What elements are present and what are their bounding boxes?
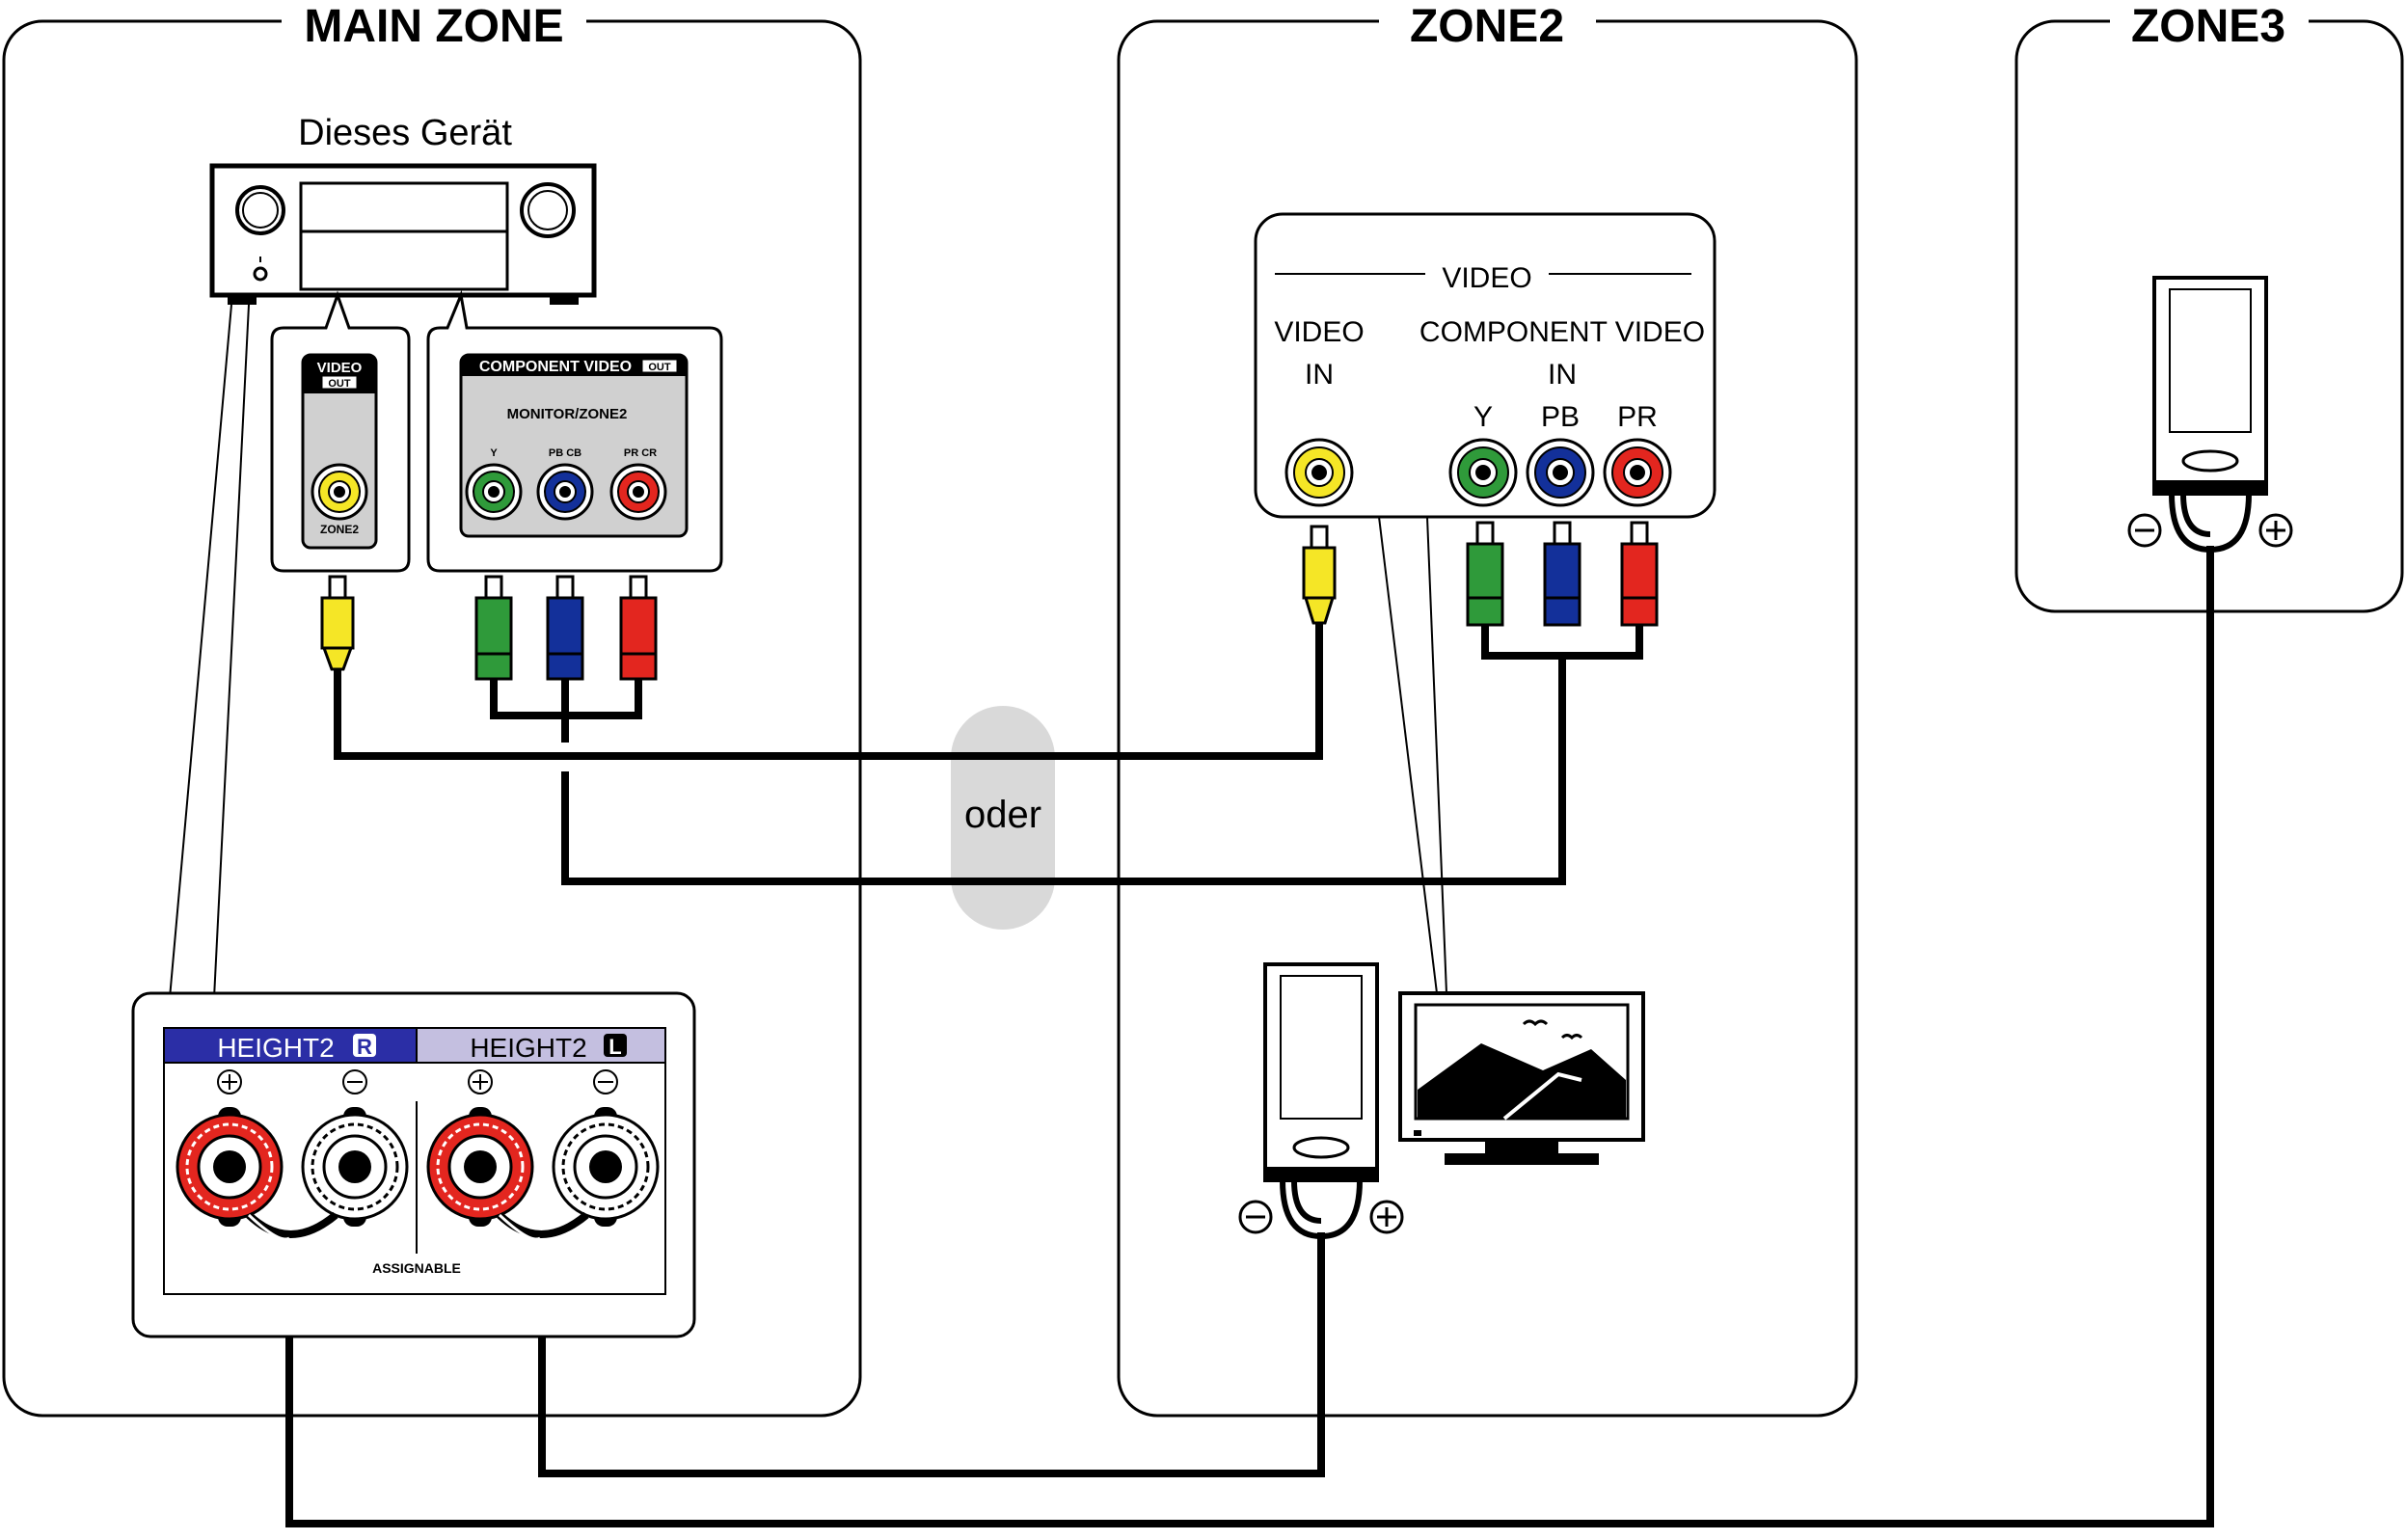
component-out-y-label: Y <box>490 447 498 459</box>
zone2-speaker-cable <box>538 1232 1325 1477</box>
component-plug-main-pr <box>619 575 658 681</box>
device-label: Dieses Gerät <box>298 113 512 153</box>
tv-input-panel: VIDEO VIDEO IN COMPONENT VIDEO IN Y PB P… <box>1254 212 1717 519</box>
component-out-pb-jack <box>536 463 594 521</box>
component-out-y-jack <box>465 463 523 521</box>
height2-r-plus-terminal <box>176 1107 284 1227</box>
tv-video-in-line1: VIDEO <box>1274 316 1364 348</box>
zone3-title: ZONE3 <box>2131 1 2285 52</box>
height2-l-label: HEIGHT2 <box>470 1033 586 1063</box>
av-receiver: Dieses Gerät <box>209 113 597 305</box>
height2-r-badge: R <box>357 1035 372 1059</box>
tv-video-in-line2: IN <box>1305 359 1334 391</box>
zone2-speaker <box>1238 962 1404 1240</box>
component-out-panel: COMPONENT VIDEO OUT MONITOR/ZONE2 Y PB C… <box>426 289 723 573</box>
or-label: oder <box>964 794 1041 836</box>
component-out-pr-label: PR CR <box>624 447 657 459</box>
height2-r-minus-terminal <box>301 1107 409 1227</box>
zone2-tv <box>1398 991 1645 1165</box>
video-out-panel: VIDEO OUT ZONE2 <box>270 290 411 573</box>
component-plug-zone2-y <box>1466 521 1504 627</box>
component-out-badge: OUT <box>648 362 671 373</box>
height2-speaker-panel: HEIGHT2 R HEIGHT2 L <box>131 991 696 1338</box>
component-plug-main-y <box>474 575 513 681</box>
height2-r-minus-icon <box>342 1069 367 1094</box>
video-out-jack <box>311 463 368 521</box>
height2-l-minus-terminal <box>552 1107 660 1227</box>
height2-r-label: HEIGHT2 <box>217 1033 334 1063</box>
tv-component-in-line1: COMPONENT VIDEO <box>1419 316 1705 348</box>
composite-video-cable <box>334 621 1323 760</box>
tv-input-header: VIDEO <box>1442 262 1531 294</box>
video-out-title: VIDEO <box>317 360 363 376</box>
component-plug-zone2-pr <box>1620 521 1659 627</box>
video-out-badge: OUT <box>328 378 351 390</box>
tv-component-pb-jack <box>1526 438 1595 507</box>
assignable-label: ASSIGNABLE <box>372 1260 461 1276</box>
tv-component-in-line2: IN <box>1548 359 1577 391</box>
tv-component-y-jack <box>1448 438 1518 507</box>
zone3-speaker-plus-icon <box>2258 513 2293 548</box>
zone3-speaker-minus-icon <box>2127 513 2162 548</box>
component-out-subtitle: MONITOR/ZONE2 <box>507 406 628 422</box>
height2-l-plus-icon <box>468 1069 493 1094</box>
component-out-title: COMPONENT VIDEO <box>479 359 632 375</box>
composite-plug-zone2 <box>1302 525 1337 625</box>
height2-l-badge: L <box>608 1035 621 1059</box>
or-bubble <box>951 706 1055 930</box>
component-video-cable <box>490 617 1643 885</box>
tv-callout-lines <box>1378 516 1447 994</box>
height2-l-minus-icon <box>593 1069 618 1094</box>
tv-video-in-jack <box>1284 438 1354 507</box>
composite-plug-main <box>320 575 355 671</box>
component-plug-main-pb <box>546 575 584 681</box>
tv-component-pr-label: PR <box>1617 401 1658 433</box>
zone2-title: ZONE2 <box>1410 1 1564 52</box>
zone2-frame: ZONE2 <box>1117 0 1858 1418</box>
main-zone-title: MAIN ZONE <box>304 1 563 52</box>
zone3-speaker <box>2127 276 2293 554</box>
zoom-callout-lines <box>169 304 250 999</box>
main-zone-frame: MAIN ZONE <box>2 0 862 1418</box>
zone2-speaker-minus-icon <box>1238 1200 1273 1234</box>
height2-r-plus-icon <box>217 1069 242 1094</box>
height2-l-plus-terminal <box>426 1107 534 1227</box>
tv-component-y-label: Y <box>1473 401 1493 433</box>
tv-component-pb-label: PB <box>1541 401 1580 433</box>
zone2-speaker-plus-icon <box>1369 1200 1404 1234</box>
video-out-jack-label: ZONE2 <box>320 523 359 536</box>
tv-component-pr-jack <box>1603 438 1672 507</box>
zone3-speaker-cable <box>285 546 2214 1527</box>
component-plug-zone2-pb <box>1543 521 1581 627</box>
component-out-pr-jack <box>609 463 667 521</box>
component-out-pb-label: PB CB <box>549 447 581 459</box>
